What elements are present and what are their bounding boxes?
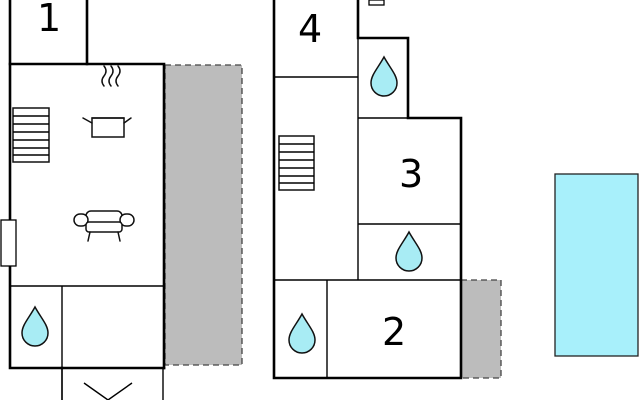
water-drop-icon: [370, 55, 398, 97]
water-drop-icon: [21, 305, 49, 347]
room-label-3: 3: [399, 152, 423, 196]
right-building: [272, 0, 463, 380]
water-drop-icon: [288, 312, 316, 354]
swimming-pool: [554, 173, 639, 357]
sofa-icon: [73, 210, 135, 242]
cooking-pot-icon: [82, 65, 132, 138]
left-building: [0, 0, 166, 400]
room-label-4: 4: [298, 7, 322, 51]
terrace-right: [460, 279, 502, 379]
top-fixture: [368, 0, 385, 6]
water-drop-icon: [395, 230, 423, 272]
annex-cross-b: [107, 382, 133, 400]
room-label-1: 1: [37, 0, 61, 40]
room-label-2: 2: [382, 310, 406, 354]
stairs-icon: [12, 107, 50, 163]
stairs-icon: [278, 135, 315, 191]
left-outer-wall-right: [85, 0, 166, 370]
left-window: [0, 219, 17, 267]
annex-cross-a: [83, 382, 109, 400]
right-outer-wall: [272, 0, 463, 380]
terrace-left: [164, 64, 243, 366]
left-outer-wall: [8, 0, 64, 370]
